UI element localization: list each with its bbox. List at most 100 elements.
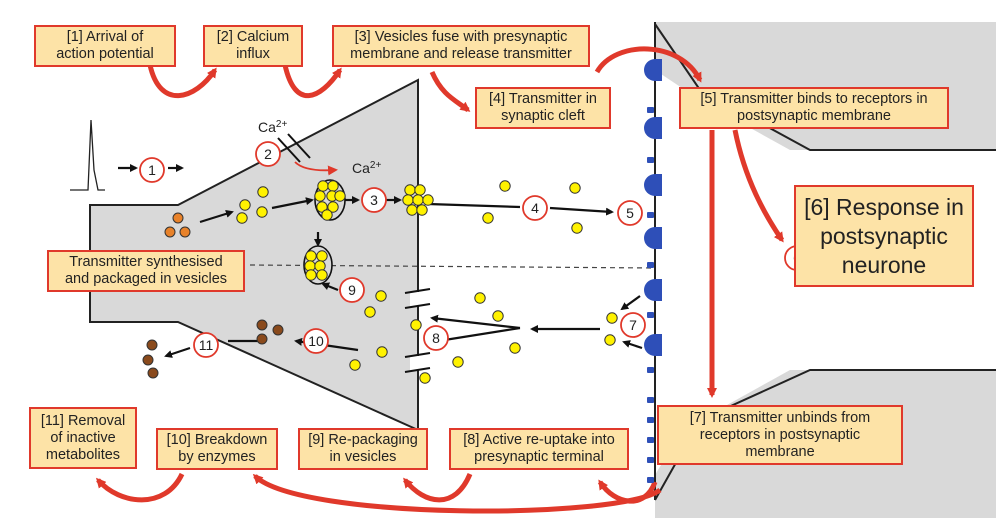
transmitter-dot — [305, 269, 317, 281]
receptor-4 — [644, 227, 662, 249]
membrane-pore-11 — [647, 477, 654, 483]
receptor-3 — [644, 174, 662, 196]
transmitter-dot — [499, 180, 511, 192]
transmitter-dot — [316, 269, 328, 281]
step-marker-11: 11 — [193, 332, 219, 358]
membrane-pore-9 — [647, 437, 654, 443]
transmitter-dot — [402, 194, 414, 206]
step-marker-1: 1 — [139, 157, 165, 183]
transmitter-dot — [327, 201, 339, 213]
precursor-dot — [179, 226, 191, 238]
step-marker-label: 4 — [531, 200, 539, 216]
transmitter-dot — [316, 250, 328, 262]
step-marker-10: 10 — [303, 328, 329, 354]
precursor-dot — [172, 212, 184, 224]
membrane-pore-4 — [647, 262, 654, 268]
box-transmitter-binds: [5] Transmitter binds to receptors in po… — [679, 87, 949, 129]
transmitter-dot — [569, 182, 581, 194]
red-arrows — [96, 46, 785, 514]
transmitter-dot — [316, 201, 328, 213]
box-repackaging-vesicles: [9] Re-packaging in vesicles — [298, 428, 428, 470]
step-marker-label: 8 — [432, 330, 440, 346]
step-marker-8: 8 — [423, 325, 449, 351]
step-marker-label: 1 — [148, 162, 156, 178]
postsynaptic-neurone — [652, 22, 996, 518]
transmitter-dot — [314, 190, 326, 202]
step-marker-4: 4 — [522, 195, 548, 221]
transmitter-dot — [334, 190, 346, 202]
transmitter-dot — [492, 310, 504, 322]
process-arrows — [118, 164, 643, 358]
box-arrival-action-potential: [1] Arrival of action potential — [34, 25, 176, 67]
transmitter-dot — [257, 186, 269, 198]
step-marker-label: 5 — [626, 205, 634, 221]
membrane-pore-6 — [647, 367, 654, 373]
calcium-channel-b — [287, 133, 311, 159]
box-response-postsynaptic: [6] Response in postsynaptic neurone — [794, 185, 974, 287]
transmitter-dot — [412, 194, 424, 206]
action-potential-trace — [70, 119, 105, 191]
box-breakdown-enzymes: [10] Breakdown by enzymes — [156, 428, 278, 470]
transmitter-dot — [571, 222, 583, 234]
box-synaptic-cleft: [4] Transmitter in synaptic cleft — [475, 87, 611, 129]
membrane-channels — [647, 107, 654, 483]
receptor-5 — [644, 279, 662, 301]
step-marker-label: 9 — [348, 282, 356, 298]
transmitter-dot — [375, 290, 387, 302]
box-transmitter-synthesised: Transmitter synthesised and packaged in … — [47, 250, 245, 292]
ca-label-inside: Ca2+ — [352, 160, 381, 177]
receptor-group — [644, 59, 662, 356]
transmitter-dot — [416, 204, 428, 216]
calcium-channel-a — [277, 137, 301, 163]
step-marker-label: 11 — [199, 337, 214, 353]
transmitter-dot — [452, 356, 464, 368]
membrane-pore-8 — [647, 417, 654, 423]
transmitter-dot — [482, 212, 494, 224]
membrane-pore-1 — [647, 107, 654, 113]
step-marker-2: 2 — [255, 141, 281, 167]
step-marker-label: 7 — [629, 317, 637, 333]
ca-label-outside: Ca2+ — [258, 119, 287, 136]
transmitter-dot — [422, 194, 434, 206]
transmitter-dot — [419, 372, 431, 384]
metabolite-dot — [272, 324, 284, 336]
membrane-pore-5 — [647, 312, 654, 318]
transmitter-dot — [604, 334, 616, 346]
transmitter-dot — [606, 312, 618, 324]
box-vesicles-fuse: [3] Vesicles fuse with presynaptic membr… — [332, 25, 590, 67]
transmitter-dot — [364, 306, 376, 318]
box-transmitter-unbinds: [7] Transmitter unbinds from receptors i… — [657, 405, 903, 465]
step-marker-label: 3 — [370, 192, 378, 208]
transmitter-dot — [317, 180, 329, 192]
transmitter-dot — [474, 292, 486, 304]
receptor-6 — [644, 334, 662, 356]
box-calcium-influx: [2] Calcium influx — [203, 25, 303, 67]
step-marker-9: 9 — [339, 277, 365, 303]
transmitter-dot — [349, 359, 361, 371]
membrane-pore-2 — [647, 157, 654, 163]
box-active-reuptake: [8] Active re-uptake into presynaptic te… — [449, 428, 629, 470]
transmitter-dot — [406, 204, 418, 216]
molecule-dots — [142, 180, 618, 384]
transmitter-dot — [305, 250, 317, 262]
metabolite-dot — [256, 319, 268, 331]
membrane-pore-7 — [647, 397, 654, 403]
transmitter-dot — [414, 184, 426, 196]
transmitter-dot — [404, 184, 416, 196]
membrane-pore-3 — [647, 212, 654, 218]
transmitter-dot — [239, 199, 251, 211]
metabolite-dot — [147, 367, 159, 379]
membrane-pore-10 — [647, 457, 654, 463]
step-marker-label: 2 — [264, 146, 272, 162]
transmitter-dot — [376, 346, 388, 358]
transmitter-dot — [321, 209, 333, 221]
step-marker-3: 3 — [361, 187, 387, 213]
metabolite-dot — [256, 333, 268, 345]
transmitter-dot — [236, 212, 248, 224]
step-marker-label: 10 — [308, 333, 324, 349]
transmitter-dot — [327, 180, 339, 192]
metabolite-dot — [142, 354, 154, 366]
transmitter-dot — [256, 206, 268, 218]
